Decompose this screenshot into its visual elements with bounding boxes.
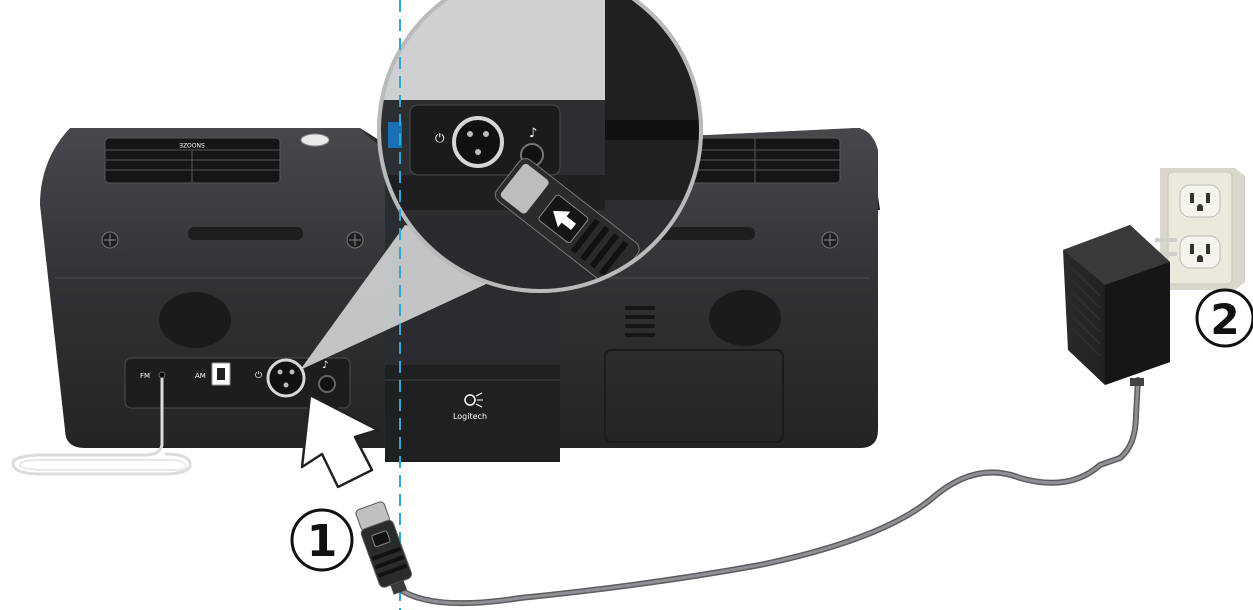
fm-port xyxy=(159,372,165,378)
power-plug xyxy=(353,500,416,598)
step-1-number: 1 xyxy=(307,516,338,567)
bass-port-left xyxy=(159,292,231,348)
step-2-badge: 2 xyxy=(1197,290,1253,346)
snooze-label: SNOOZE xyxy=(179,141,205,148)
control-panel-right xyxy=(680,138,840,183)
top-knob xyxy=(301,134,329,146)
power-port xyxy=(268,360,304,396)
groove-right xyxy=(655,227,755,240)
screw-icon xyxy=(102,232,118,248)
screw-icon xyxy=(347,232,363,248)
fm-port-label: FM xyxy=(140,372,150,380)
control-panel-left: SNOOZE xyxy=(105,138,280,183)
bass-port-right xyxy=(709,290,781,346)
step-1-badge: 1 xyxy=(292,510,352,570)
screw-icon xyxy=(822,232,838,248)
audio-symbol-label: ♪ xyxy=(322,360,328,371)
wall-outlet xyxy=(1160,168,1245,290)
zoom-audio-symbol: ♪ xyxy=(529,126,537,141)
am-port-label: AM xyxy=(195,372,206,380)
zoom-power-symbol: ⏻ xyxy=(435,131,445,145)
power-symbol-label: ⏻ xyxy=(255,370,262,381)
groove-left xyxy=(188,227,303,240)
step-2-number: 2 xyxy=(1210,295,1239,344)
brand-label: Logitech xyxy=(453,412,487,421)
audio-port xyxy=(319,376,335,392)
zoom-power-port xyxy=(454,118,502,166)
power-adapter xyxy=(1063,225,1177,386)
